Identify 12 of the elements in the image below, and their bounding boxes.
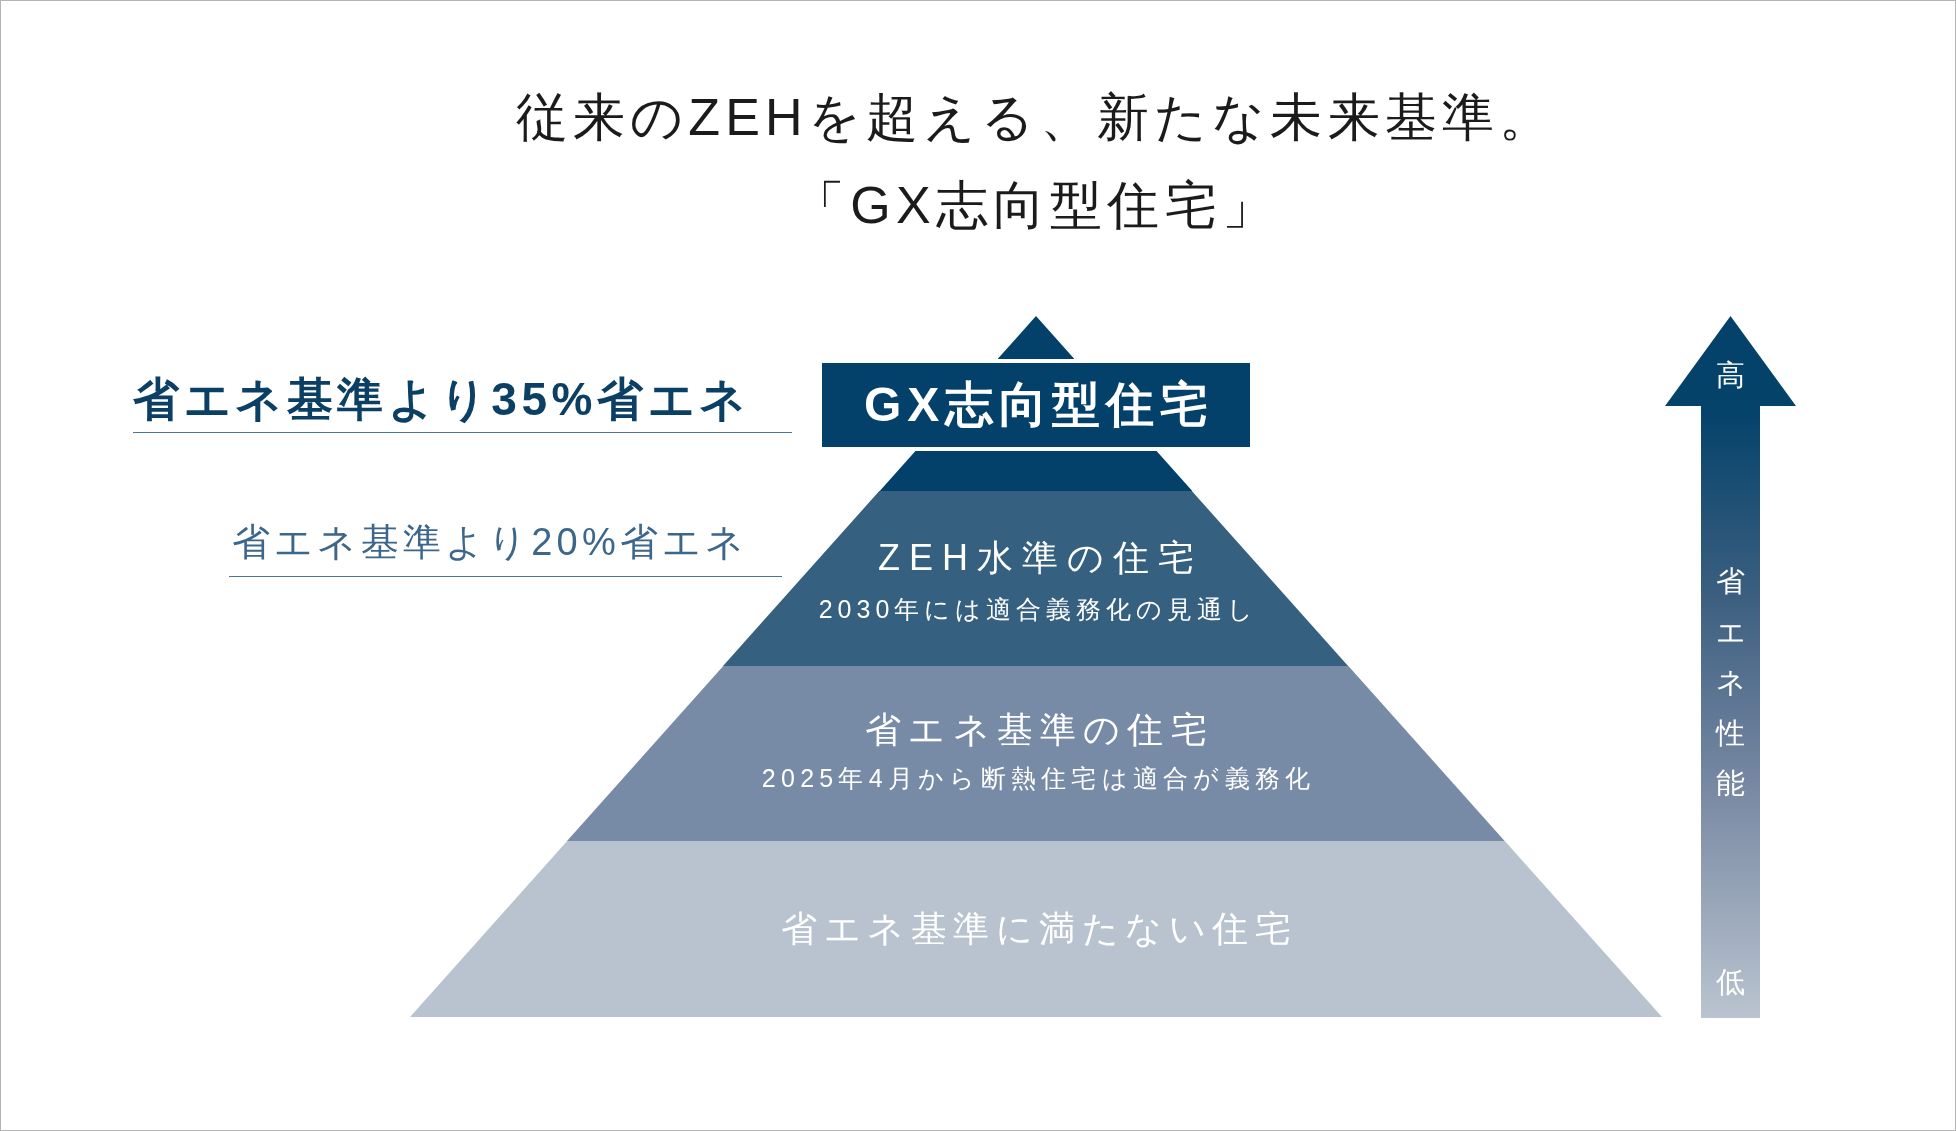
label-banner: GX志向型住宅 xyxy=(822,363,1250,447)
scale-label: 高 xyxy=(1715,360,1745,392)
tier-title: 省エネ基準の住宅 xyxy=(864,708,1214,752)
tier-title: 省エネ基準に満たない住宅 xyxy=(780,907,1298,951)
underlined-label: 省エネ基準より20%省エネ xyxy=(229,520,782,577)
tier-title: ZEH水準の住宅 xyxy=(877,536,1203,580)
tier-note: 2025年4月から断熱住宅は適合が義務化 xyxy=(760,763,1316,793)
scale-label: 低 xyxy=(1715,967,1745,999)
title: 従来のZEHを超える、新たな未来基準。「GX志向型住宅」 xyxy=(515,88,1557,234)
axis-label: 省エネ性能 xyxy=(1715,564,1745,801)
underlined-label: 省エネ基準より35%省エネ xyxy=(133,372,792,433)
tier-note: 2030年には適合義務化の見通し xyxy=(817,594,1259,624)
